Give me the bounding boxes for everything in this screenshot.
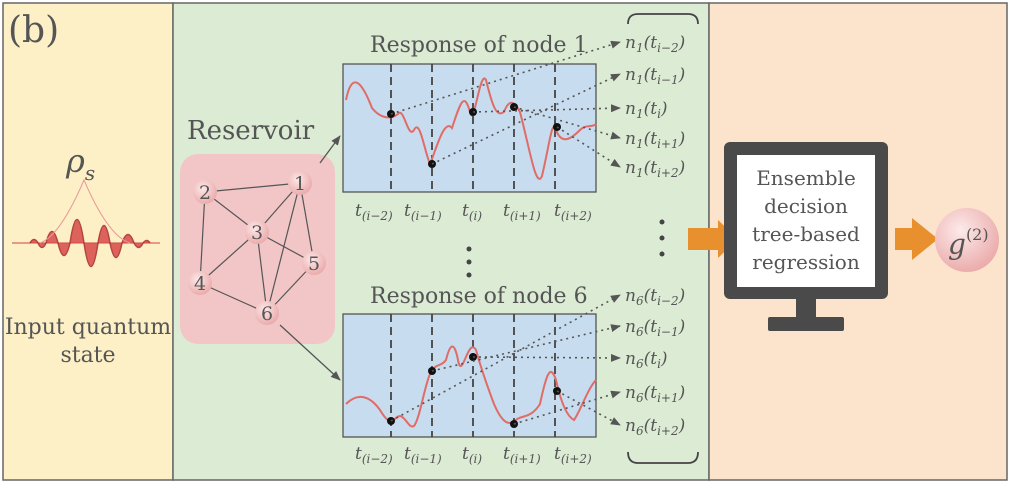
response-bottom-title: Response of node 6	[370, 284, 588, 309]
output-circle	[935, 208, 999, 272]
output-n6-2: n6(ti)	[625, 349, 668, 371]
tick-top-3: t(i+1)	[503, 201, 541, 223]
output-n1-3: n1(ti+1)	[625, 129, 685, 151]
reservoir-node-5: 5	[302, 251, 326, 275]
response-bottom-plot	[342, 313, 597, 438]
ellipsis-middle	[466, 246, 472, 278]
output-symbol: g(2)	[948, 225, 989, 261]
reservoir-node-4: 4	[188, 271, 212, 295]
response-top-plot	[342, 63, 597, 193]
wave-packet-icon	[12, 178, 160, 267]
bracket-bottom	[627, 451, 699, 464]
model-line4: regression	[752, 250, 860, 274]
tick-top-0: t(i−2)	[355, 201, 393, 223]
output-superscript: (2)	[966, 225, 989, 244]
svg-text:6: 6	[261, 303, 273, 325]
response-bottom-outputs: n6(ti−2) n6(ti−1) n6(ti) n6(ti+1) n6(ti+…	[625, 286, 685, 438]
svg-text:5: 5	[308, 253, 320, 275]
response-top-title: Response of node 1	[370, 33, 588, 58]
output-n6-3: n6(ti+1)	[625, 383, 685, 405]
reservoir-node-6: 6	[255, 301, 279, 325]
svg-text:4: 4	[194, 273, 206, 295]
input-caption-line1: Input quantum	[5, 315, 171, 340]
model-line2: decision	[764, 194, 848, 218]
tick-bottom-0: t(i−2)	[355, 444, 393, 466]
output-n1-1: n1(ti−1)	[625, 65, 685, 87]
reservoir-node-2: 2	[193, 180, 217, 204]
arrow-to-node1-plot	[319, 135, 341, 164]
arrow-to-output-icon	[895, 218, 938, 260]
model-line1: Ensemble	[756, 166, 856, 190]
output-n1-0: n1(ti−2)	[625, 33, 685, 55]
output-n6-1: n6(ti−1)	[625, 317, 685, 339]
svg-text:3: 3	[251, 222, 263, 244]
reservoir-title: Reservoir	[187, 116, 315, 146]
output-n1-4: n1(ti+2)	[625, 158, 685, 180]
model-line3: tree-based	[752, 222, 860, 246]
output-n1-2: n1(ti)	[625, 99, 668, 121]
ellipsis-right	[659, 219, 665, 257]
arrow-to-node6-plot	[279, 324, 341, 381]
tick-top-2: t(i)	[462, 201, 482, 223]
response-top-output-arrows	[390, 40, 621, 168]
reservoir-node-3: 3	[245, 220, 269, 244]
svg-text:1: 1	[294, 173, 306, 195]
tick-top-1: t(i−1)	[404, 201, 442, 223]
reservoir-box	[180, 154, 335, 344]
rho-subscript: s	[85, 161, 95, 185]
tick-bottom-2: t(i)	[462, 444, 482, 466]
response-bottom-ticks: t(i−2) t(i−1) t(i) t(i+1) t(i+2)	[355, 444, 592, 466]
rho-symbol: ρs	[65, 142, 95, 185]
input-caption-line2: state	[60, 343, 115, 368]
output-n6-4: n6(ti+2)	[625, 416, 685, 438]
tick-bottom-1: t(i−1)	[404, 444, 442, 466]
svg-text:2: 2	[199, 182, 211, 204]
response-top-outputs: n1(ti−2) n1(ti−1) n1(ti) n1(ti+1) n1(ti+…	[625, 33, 685, 180]
tick-top-4: t(i+2)	[554, 201, 592, 223]
tick-bottom-4: t(i+2)	[554, 444, 592, 466]
reservoir-node-1: 1	[288, 171, 312, 195]
monitor-icon	[724, 142, 888, 331]
bracket-top	[627, 13, 699, 25]
panel-label: (b)	[8, 10, 59, 51]
tick-bottom-3: t(i+1)	[503, 444, 541, 466]
output-n6-0: n6(ti−2)	[625, 286, 685, 308]
response-top-ticks: t(i−2) t(i−1) t(i) t(i+1) t(i+2)	[355, 201, 592, 223]
response-bottom-output-arrows	[390, 294, 621, 426]
